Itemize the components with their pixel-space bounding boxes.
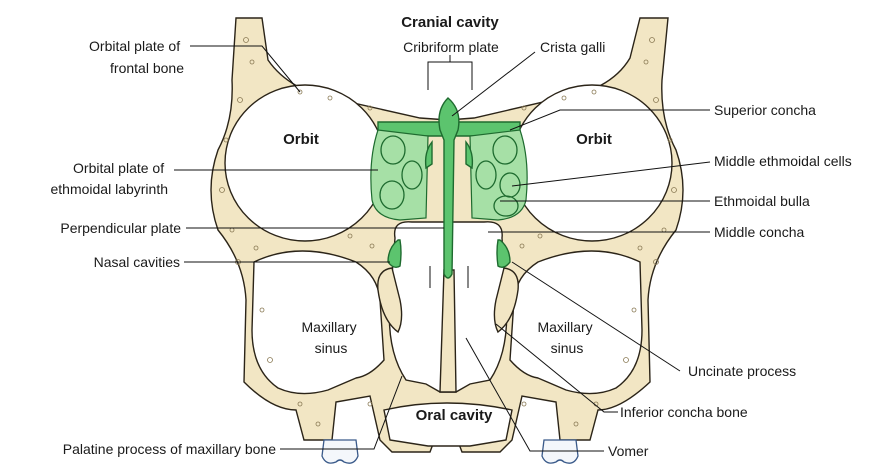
ethmoid-bone [370, 97, 528, 279]
superior-concha-right [465, 140, 474, 170]
superior-concha-left [424, 140, 433, 170]
label-inferior-concha-bone: Inferior concha bone [620, 404, 748, 420]
leader-lines [174, 45, 711, 452]
label-cribriform-plate: Cribriform plate [403, 39, 499, 55]
label-cranial-cavity: Cranial cavity [401, 14, 499, 31]
orbit-right [511, 84, 673, 242]
label-orbital-plate-frontal: Orbital plate of frontal bone [89, 38, 184, 76]
crista-galli-shape [438, 97, 460, 279]
maxillary-sinus-left [251, 250, 385, 395]
middle-concha-left [387, 239, 402, 269]
label-nasal-cavities: Nasal cavities [94, 254, 180, 270]
middle-concha-right [496, 239, 511, 269]
label-vomer: Vomer [608, 443, 649, 459]
label-orbit-right: Orbit [576, 131, 612, 148]
tooth-right [541, 439, 579, 464]
tooth-left [321, 439, 359, 464]
label-palatine-process: Palatine process of maxillary bone [63, 441, 276, 457]
label-middle-concha: Middle concha [714, 224, 804, 240]
inferior-concha-right [493, 267, 519, 334]
label-oral-cavity: Oral cavity [416, 407, 493, 424]
inferior-concha-left [377, 267, 403, 334]
label-maxillary-sinus-left: Maxillary sinus [301, 319, 360, 356]
label-superior-concha: Superior concha [714, 102, 816, 118]
label-uncinate-process: Uncinate process [688, 363, 796, 379]
label-ethmoidal-bulla: Ethmoidal bulla [714, 193, 810, 209]
oral-cavity-space [383, 402, 513, 447]
label-crista-galli: Crista galli [540, 39, 605, 55]
label-middle-ethmoidal-cells: Middle ethmoidal cells [714, 153, 852, 169]
maxillary-sinus-right [509, 250, 643, 395]
label-maxillary-sinus-right: Maxillary sinus [537, 319, 596, 356]
label-orbit-left: Orbit [283, 131, 319, 148]
label-orbital-plate-ethmoid: Orbital plate of ethmoidal labyrinth [50, 160, 168, 197]
orbit-left [224, 84, 386, 242]
ethmoidal-labyrinth-left [370, 129, 429, 221]
label-perpendicular-plate: Perpendicular plate [60, 220, 181, 236]
